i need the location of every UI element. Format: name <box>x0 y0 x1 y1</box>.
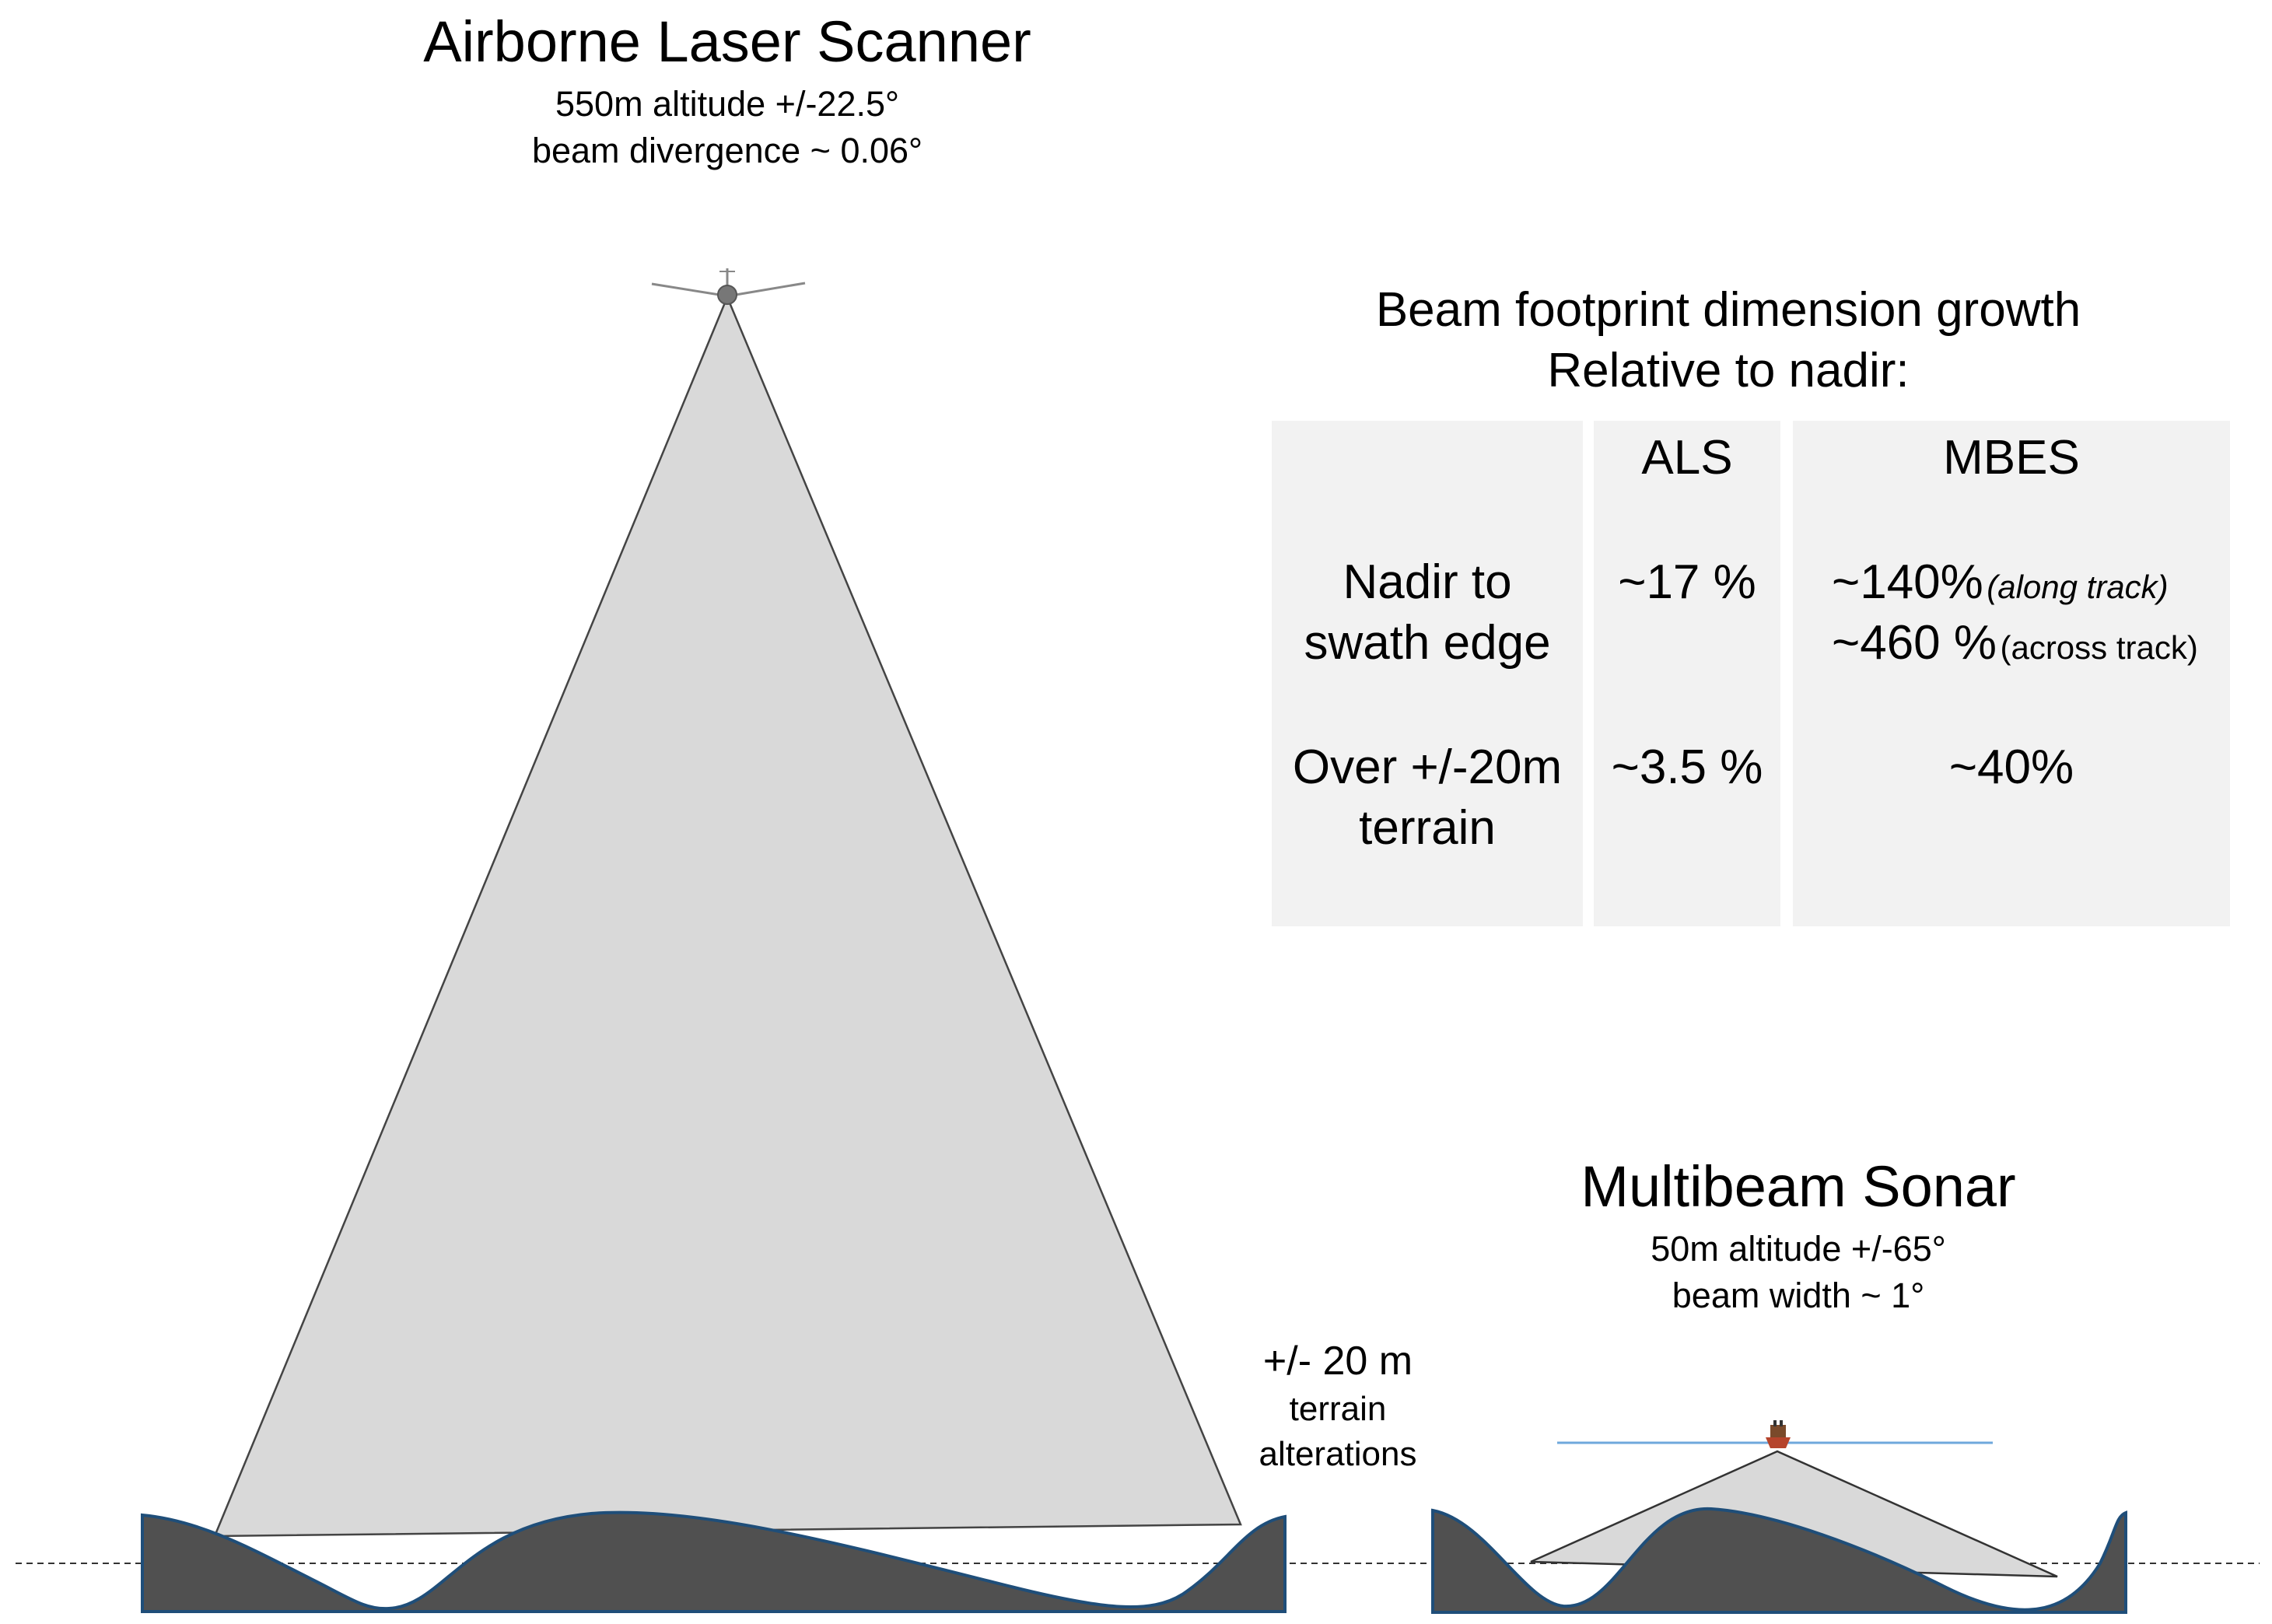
table-row2-mbes-value: ~40% <box>1948 740 2074 794</box>
mbes-along-value: ~140% <box>1832 555 1983 609</box>
mbes-along-note: (along track) <box>1987 569 2169 605</box>
mbes-terrain <box>1431 1507 2127 1614</box>
table-row1-label-line1: Nadir to <box>1343 555 1512 609</box>
table-column-labels <box>1272 421 1583 926</box>
table-row1-label-line2: swath edge <box>1304 616 1551 670</box>
als-title: Airborne Laser Scanner <box>423 9 1031 74</box>
table-row1-mbes-along: ~140% (along track) <box>1832 552 2169 625</box>
table-row2-als-value: ~3.5 % <box>1611 740 1763 794</box>
terrain-label-alterations: alterations <box>1259 1435 1417 1473</box>
table-row1-als-value: ~17 % <box>1618 555 1756 609</box>
table-header-mbes: MBES <box>1943 431 2080 485</box>
terrain-label-range: +/- 20 m <box>1262 1339 1413 1384</box>
table-header-als: ALS <box>1641 431 1733 485</box>
mbes-across-value: ~460 % <box>1832 616 1997 670</box>
als-subtitle-altitude: 550m altitude +/-22.5° <box>555 84 900 124</box>
als-terrain <box>141 1510 1287 1613</box>
mbes-subtitle-altitude: 50m altitude +/-65° <box>1651 1229 1946 1269</box>
als-subtitle-divergence: beam divergence ~ 0.06° <box>531 131 923 170</box>
table-heading-line2: Relative to nadir: <box>1547 344 1910 397</box>
mbes-subtitle-beamwidth: beam width ~ 1° <box>1672 1276 1925 1315</box>
table-row2-label-line1: Over +/-20m <box>1292 740 1563 794</box>
table-column-mbes <box>1793 421 2230 926</box>
table-row2-label-line2: terrain <box>1359 801 1496 855</box>
terrain-label-word: terrain <box>1289 1390 1387 1428</box>
mbes-across-note: (across track) <box>2000 629 2198 666</box>
aircraft-icon <box>651 268 806 305</box>
vessel-icon <box>1766 1420 1791 1448</box>
mbes-title: Multibeam Sonar <box>1581 1154 2016 1219</box>
table-column-als <box>1594 421 1780 926</box>
als-scan-cone <box>213 294 1242 1538</box>
table-row1-mbes-across: ~460 % (across track) <box>1832 613 2198 686</box>
table-heading-line1: Beam footprint dimension growth <box>1375 283 2081 337</box>
